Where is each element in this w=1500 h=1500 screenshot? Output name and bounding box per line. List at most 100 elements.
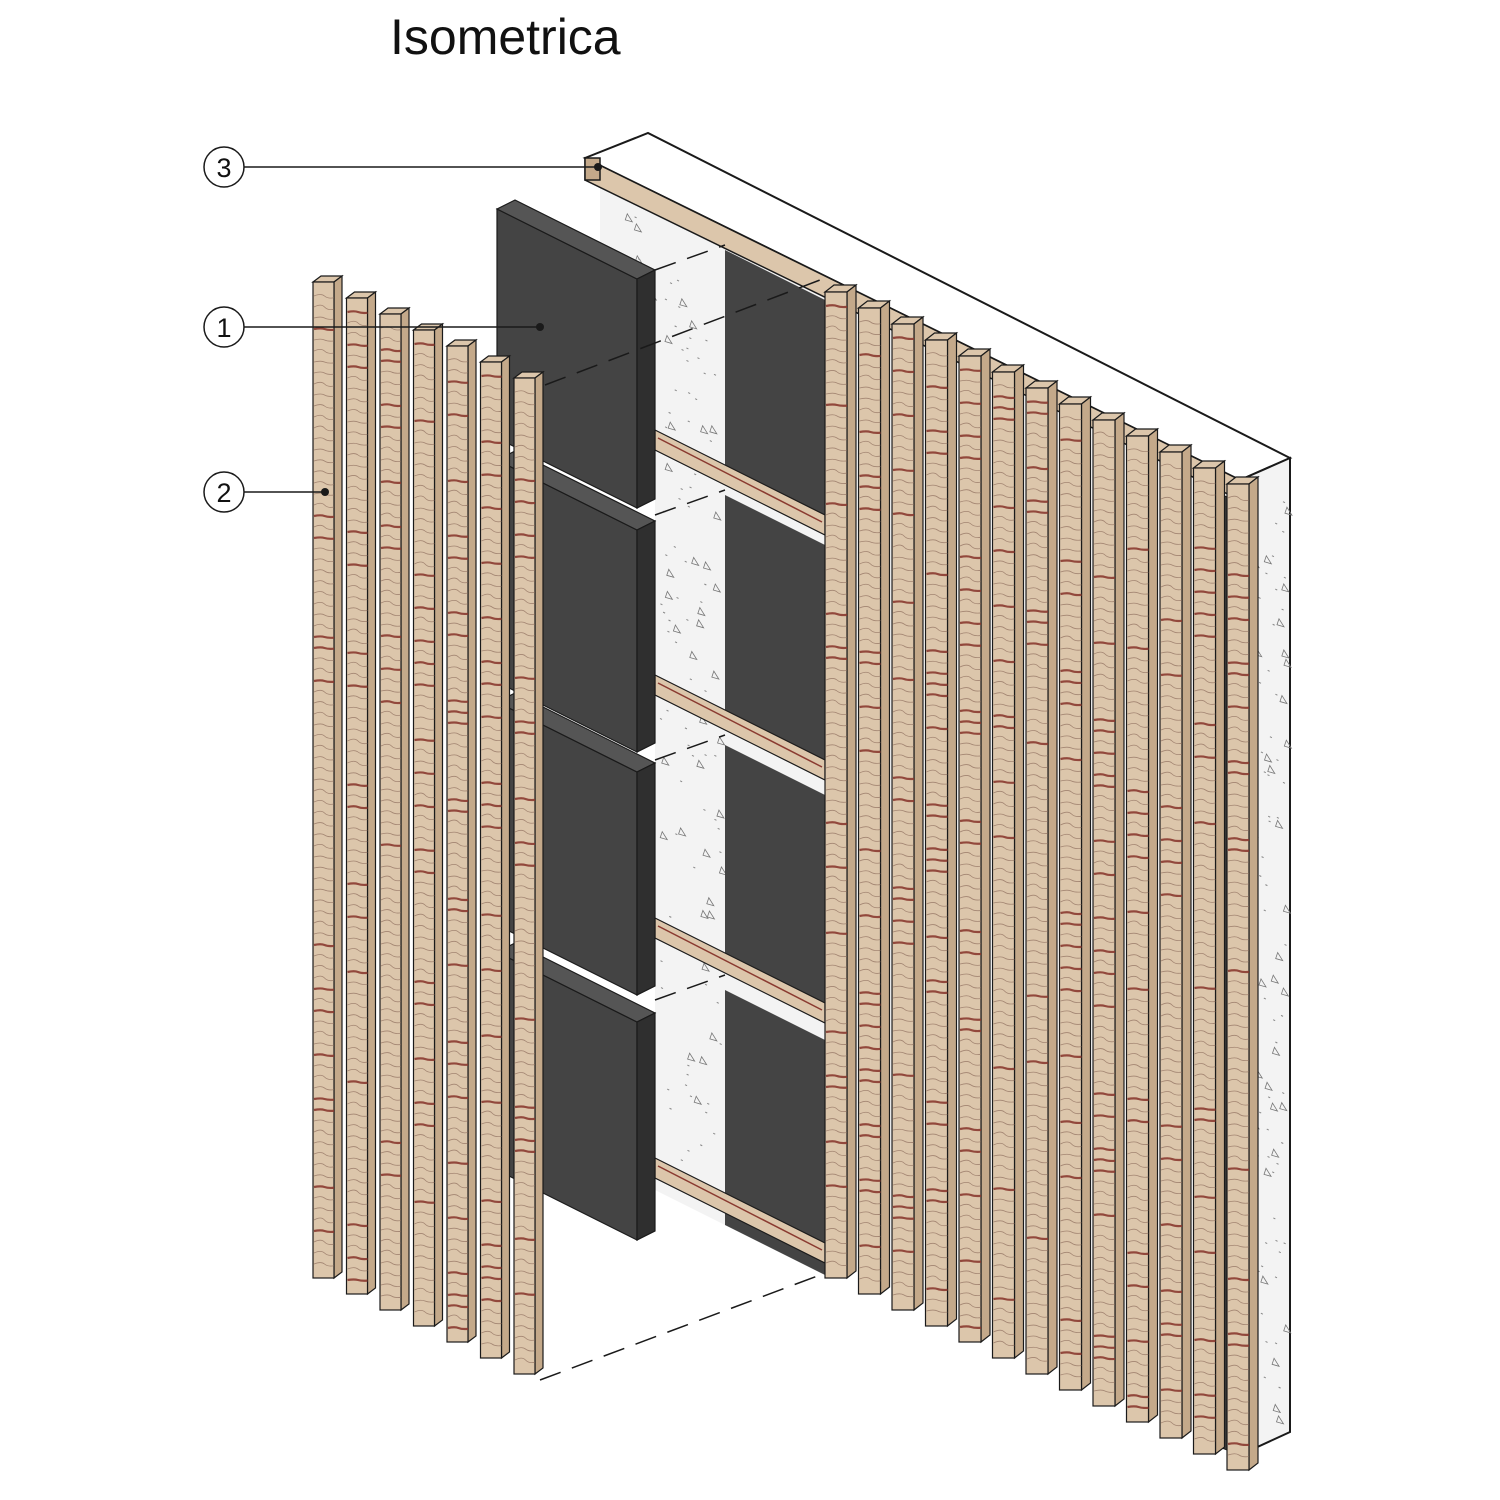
wood-grain — [926, 957, 948, 962]
wood-grain — [1093, 751, 1116, 755]
wood-grain — [414, 738, 435, 742]
wood-grain — [447, 831, 469, 835]
triangle-speckle — [711, 670, 720, 680]
wood-grain — [1127, 932, 1149, 936]
wood-grain — [1060, 1120, 1082, 1125]
wood-grain — [447, 863, 469, 869]
wood-grain — [1194, 1217, 1216, 1222]
wood-grain — [959, 444, 982, 451]
wood-grain — [1194, 1172, 1216, 1178]
wood-grain — [380, 875, 402, 882]
wood-grain — [447, 985, 469, 989]
wood-grain — [1227, 969, 1250, 974]
wood-grain — [1026, 1269, 1049, 1274]
wood-grain — [825, 931, 848, 935]
wood-grain — [926, 1044, 948, 1051]
wood-grain — [1194, 1382, 1216, 1387]
wood-grain — [1060, 1010, 1082, 1015]
wood-grain — [1127, 1240, 1149, 1245]
wood-grain — [414, 958, 435, 963]
wood-grain — [414, 1221, 435, 1228]
wood-grain — [380, 458, 402, 463]
wood-grain — [993, 560, 1015, 564]
wood-grain — [926, 1287, 948, 1292]
wood-grain — [514, 1204, 536, 1208]
wood-grain — [1127, 448, 1149, 453]
wood-grain — [1060, 460, 1082, 465]
wood-grain — [1026, 1093, 1049, 1097]
wood-grain — [347, 1002, 368, 1008]
wood-grain — [380, 996, 402, 1003]
wood-grain — [993, 450, 1015, 455]
wood-grain — [1194, 777, 1216, 782]
wood-grain — [1194, 931, 1216, 936]
wood-grain — [959, 1017, 982, 1021]
wood-grain — [447, 633, 469, 638]
wood-grain — [959, 940, 982, 945]
wood-grain — [347, 1179, 368, 1184]
wood-grain — [481, 1188, 502, 1193]
wood-grain — [1026, 521, 1049, 526]
wood-grain — [959, 742, 982, 746]
wood-grain — [926, 945, 948, 952]
wood-grain — [859, 1222, 881, 1227]
wood-grain — [993, 636, 1015, 642]
wood-grain — [993, 538, 1015, 543]
wood-grain — [313, 1097, 335, 1101]
wood-grain — [892, 1084, 915, 1089]
wood-grain — [414, 628, 435, 632]
wood-grain — [380, 490, 402, 497]
wood-grain — [1093, 696, 1116, 700]
wood-grain — [447, 743, 469, 748]
wood-grain — [993, 1033, 1015, 1038]
wood-grain — [1026, 994, 1049, 998]
panel-side — [636, 269, 656, 509]
wood-grain — [1127, 547, 1149, 551]
wood-grain — [825, 1195, 848, 1199]
wood-grain — [892, 985, 915, 989]
wood-grain — [859, 848, 881, 853]
wood-grain — [313, 855, 335, 859]
wood-grain — [1060, 911, 1082, 916]
wood-grain — [447, 885, 469, 892]
wood-grain — [1093, 1114, 1116, 1118]
wood-grain — [993, 1022, 1015, 1027]
wood-grain — [1194, 941, 1216, 947]
wood-grain — [414, 649, 435, 655]
wood-grain — [1227, 1068, 1250, 1073]
triangle-speckle — [1263, 554, 1273, 565]
wood-grain — [1194, 1195, 1216, 1199]
wood-grain — [1127, 833, 1149, 838]
wood-grain — [1160, 1168, 1183, 1173]
wood-grain — [414, 771, 435, 775]
wood-grain — [1093, 1202, 1116, 1206]
wood-grain — [380, 392, 402, 396]
wood-grain — [1227, 1409, 1250, 1414]
wood-grain — [993, 1340, 1015, 1347]
wood-grain — [514, 1303, 536, 1308]
wood-grain — [1026, 961, 1049, 965]
wood-grain — [1127, 1272, 1149, 1279]
wood-grain — [380, 414, 402, 418]
page-title: Isometrica — [390, 9, 621, 65]
wood-grain — [892, 1117, 915, 1122]
wood-grain — [1194, 524, 1216, 529]
wood-grain — [926, 1210, 948, 1214]
wood-grain — [1227, 540, 1250, 545]
wood-grain — [1026, 1037, 1049, 1043]
wood-grain — [1060, 1241, 1082, 1246]
wood-grain — [1160, 607, 1183, 611]
wood-grain — [414, 529, 435, 534]
wood-grain — [1127, 1019, 1149, 1026]
mounted-panels — [725, 250, 825, 1275]
wood-grain — [859, 705, 881, 709]
triangle-speckle — [672, 624, 682, 634]
wood-grain — [313, 414, 335, 420]
wood-grain — [859, 507, 881, 511]
dot-speckle — [1281, 1092, 1285, 1095]
wood-grain — [1227, 1155, 1250, 1162]
wood-grain — [380, 1030, 402, 1034]
wood-grain — [1227, 1178, 1250, 1182]
wood-grain — [825, 491, 848, 495]
wood-grain — [892, 633, 915, 637]
